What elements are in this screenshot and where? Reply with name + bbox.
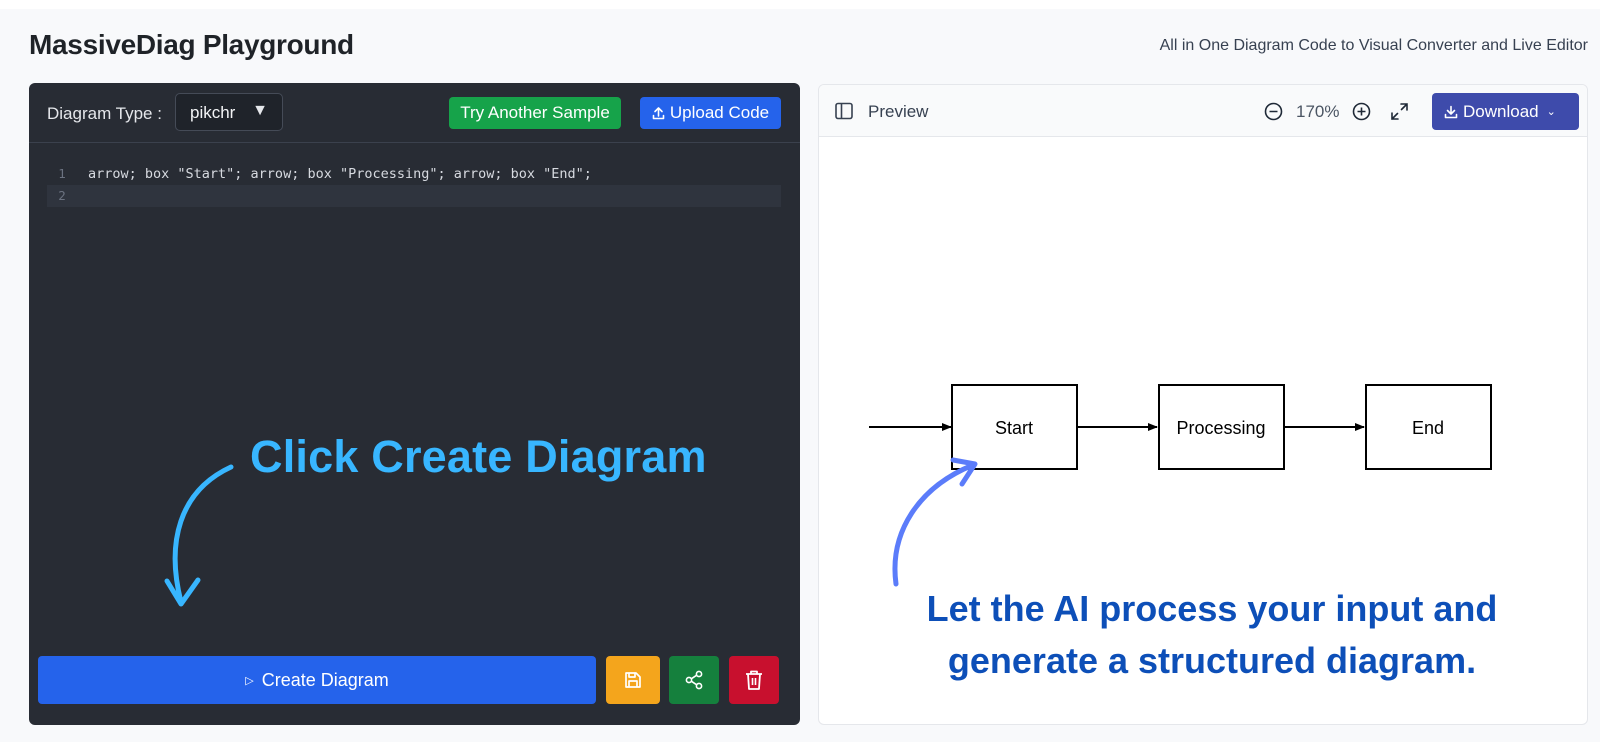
diagram-box-start [951,384,1078,470]
fullscreen-icon[interactable] [1390,102,1409,121]
preview-toolbar: Preview 170% Download ⌄ [819,85,1587,137]
share-button[interactable] [669,656,719,704]
download-icon [1444,95,1458,132]
code-text: arrow; box "Start"; arrow; box "Processi… [88,166,592,182]
code-line[interactable]: 1 arrow; box "Start"; arrow; box "Proces… [47,163,781,185]
diagram-box-label: Processing [1176,418,1265,438]
download-button[interactable]: Download ⌄ [1432,93,1579,130]
chevron-down-icon: ⌄ [1546,106,1556,118]
code-line-active[interactable]: 2 [47,185,781,207]
zoom-level: 170% [1296,102,1340,121]
diagram-type-value: pikchr [190,103,236,122]
ai-process-hint-text: Let the AI process your input and genera… [819,583,1587,687]
sidebar-toggle-icon[interactable] [835,102,853,120]
diagram-type-label: Diagram Type : [47,104,162,123]
delete-button[interactable] [729,656,779,704]
diagram-box-label: Start [995,418,1033,438]
zoom-in-icon[interactable] [1352,102,1371,121]
upload-icon [652,99,665,131]
code-editor-panel: Diagram Type : pikchr ▼ Try Another Samp… [29,83,800,725]
diagram-box-end [1365,384,1492,470]
ai-hint-line-1: Let the AI process your input and [926,588,1498,629]
code-input-area[interactable]: 1 arrow; box "Start"; arrow; box "Proces… [47,163,781,207]
save-icon [625,672,641,688]
curved-arrow-down-icon [164,464,234,607]
upload-code-button[interactable]: Upload Code [640,97,781,129]
download-label: Download [1463,102,1539,121]
page-subtitle: All in One Diagram Code to Visual Conver… [1159,37,1588,54]
editor-toolbar: Diagram Type : pikchr ▼ Try Another Samp… [29,83,800,143]
preview-label: Preview [868,102,929,121]
play-icon: ▷ [245,675,254,687]
curved-arrow-up-icon [892,457,978,587]
preview-panel: Preview 170% Download ⌄ [818,84,1588,725]
line-number: 1 [58,166,66,181]
ai-hint-line-2: generate a structured diagram. [947,640,1477,681]
save-button[interactable] [606,656,660,704]
create-diagram-button[interactable]: ▷ Create Diagram [38,656,596,704]
line-number: 2 [58,188,66,203]
rendered-diagram: Start Processing End [869,384,1492,587]
share-icon [685,670,703,690]
diagram-box-label: End [1412,418,1444,438]
trash-icon [746,670,762,690]
dropdown-caret-icon: ▼ [252,102,268,119]
create-diagram-label: Create Diagram [261,670,389,690]
upload-code-label: Upload Code [669,103,770,122]
create-diagram-hint-text: Click Create Diagram [250,431,707,482]
zoom-out-icon[interactable] [1264,102,1283,121]
try-another-sample-button[interactable]: Try Another Sample [449,97,621,129]
diagram-canvas[interactable]: Start Processing End Let the AI process … [819,137,1587,724]
page-title: MassiveDiag Playground [29,29,354,60]
editor-action-bar: ▷ Create Diagram [38,656,794,704]
diagram-type-select[interactable]: pikchr ▼ [175,93,283,131]
